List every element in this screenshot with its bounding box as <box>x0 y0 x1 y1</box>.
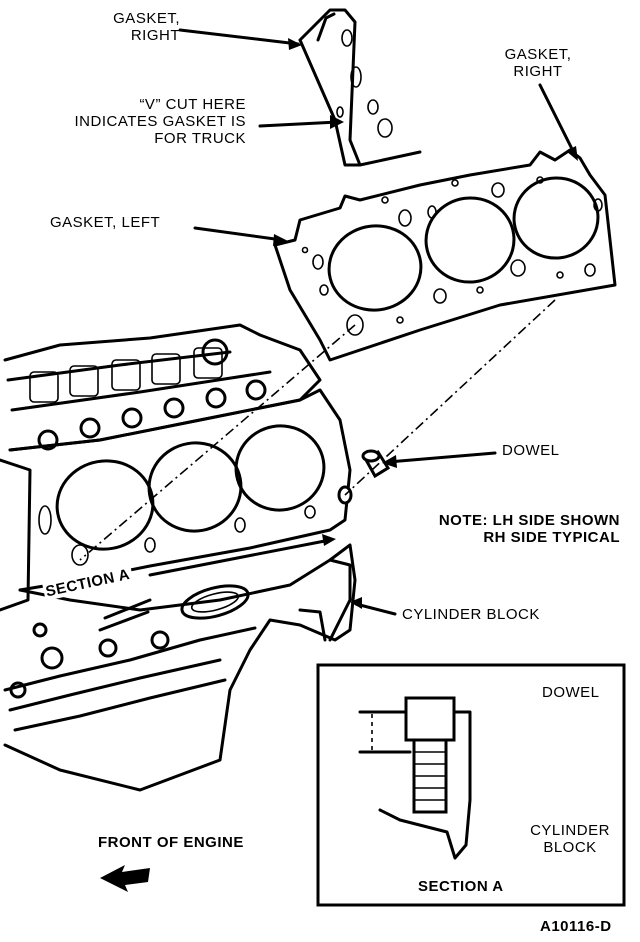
inset-title: SECTION A <box>418 878 504 895</box>
v-cut-line-2: INDICATES GASKET IS <box>74 113 246 130</box>
gasket-right-small <box>298 8 422 167</box>
gasket-right-mid-label: GASKET, RIGHT <box>488 46 588 80</box>
valve-springs <box>29 338 267 451</box>
note-line-1: NOTE: LH SIDE SHOWN <box>438 512 620 529</box>
block-cylinder-bores <box>38 424 353 566</box>
v-cut-label: “V” CUT HERE INDICATES GASKET IS FOR TRU… <box>20 96 246 147</box>
v-cut-line-3: FOR TRUCK <box>154 130 246 147</box>
lower-bolt-heads <box>9 598 170 699</box>
front-direction-arrow-icon <box>100 865 150 892</box>
inset-dowel-label: DOWEL <box>542 684 600 701</box>
dowel-on-block <box>361 449 391 479</box>
front-of-engine-label: FRONT OF ENGINE <box>98 834 244 851</box>
v-cut-line-1: “V” CUT HERE <box>139 96 246 113</box>
engine-block <box>0 323 391 792</box>
note-line-2: RH SIDE TYPICAL <box>483 529 620 546</box>
cylinder-block-label: CYLINDER BLOCK <box>402 606 540 623</box>
gasket-right-top-label: GASKET, RIGHT <box>80 10 180 44</box>
gasket-right-top-line-2: RIGHT <box>130 27 180 44</box>
inset-cylinder-block-line-1: CYLINDER <box>530 822 610 839</box>
gasket-right-mid-line-2: RIGHT <box>513 63 563 80</box>
gasket-left-label: GASKET, LEFT <box>50 214 161 231</box>
gasket-left <box>273 148 617 362</box>
note-label: NOTE: LH SIDE SHOWN RH SIDE TYPICAL <box>380 512 620 546</box>
gasket-right-mid-line-1: GASKET, <box>504 46 572 63</box>
figure-id: A10116-D <box>540 918 612 935</box>
gasket-right-top-line-1: GASKET, <box>113 10 180 27</box>
section-a-inset <box>316 663 626 907</box>
alignment-lines <box>79 299 556 561</box>
inset-cylinder-block-line-2: BLOCK <box>543 839 597 856</box>
dowel-label: DOWEL <box>502 442 560 459</box>
inset-cylinder-block-label: CYLINDER BLOCK <box>518 822 622 856</box>
